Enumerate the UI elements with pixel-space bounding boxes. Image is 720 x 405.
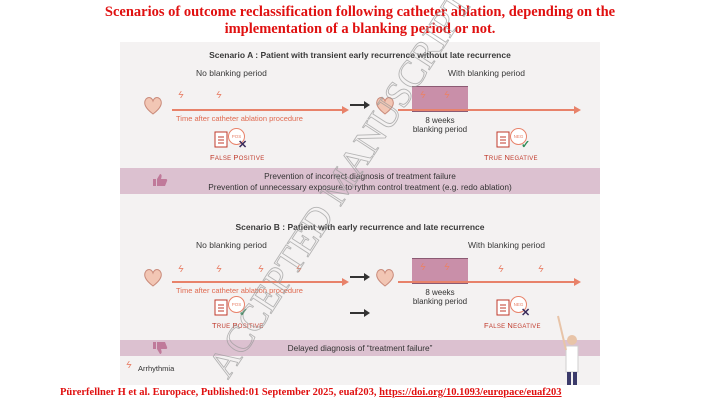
band-text-line1: Prevention of incorrect diagnosis of tre… xyxy=(264,171,456,181)
band-text-line1: Delayed diagnosis of “treatment failure” xyxy=(287,343,433,353)
heart-icon xyxy=(376,269,394,287)
arrhythmia-episode-icon: ϟ xyxy=(536,264,545,275)
blanking-period-box xyxy=(412,258,468,284)
citation: Pürerfellner H et al. Europace, Publishe… xyxy=(60,387,700,398)
timeline-arrowhead xyxy=(342,278,349,286)
arrow-right-icon xyxy=(350,309,370,317)
outcome-band xyxy=(120,168,600,194)
blanking-period-box xyxy=(412,86,468,112)
arrhythmia-legend-icon: ϟ xyxy=(124,360,133,371)
timeline-line xyxy=(398,109,574,111)
result-label: FALSE NEGATIVE xyxy=(484,321,541,330)
arrhythmia-episode-icon: ϟ xyxy=(214,264,223,275)
cross-icon: ✕ xyxy=(521,307,531,319)
arrhythmia-episode-icon: ϟ xyxy=(214,90,223,101)
negative-badge: NEG xyxy=(510,296,527,313)
blanking-weeks-label: 8 weeks xyxy=(425,116,455,125)
scenario-b-with-blanking-label: With blanking period xyxy=(468,240,546,250)
timeline-line xyxy=(398,281,574,283)
arrhythmia-legend-label: Arrhythmia xyxy=(138,364,175,373)
heart-icon xyxy=(376,97,394,115)
arrhythmia-episode-icon: ϟ xyxy=(294,264,303,275)
arrow-right-icon xyxy=(350,273,370,281)
timeline-arrowhead xyxy=(574,278,581,286)
timeline-arrowhead xyxy=(342,106,349,114)
cross-icon: ✕ xyxy=(238,139,248,151)
heart-icon xyxy=(144,97,162,115)
clipboard-icon xyxy=(496,299,510,316)
scenario-a-with-blanking-label: With blanking period xyxy=(448,68,526,78)
heart-icon xyxy=(144,269,162,287)
timeline-line xyxy=(172,281,342,283)
check-icon: ✓ xyxy=(239,307,249,319)
scenario-a-no-blanking-label: No blanking period xyxy=(196,68,267,78)
citation-text: Pürerfellner H et al. Europace, Publishe… xyxy=(60,387,380,398)
clipboard-icon xyxy=(496,131,510,148)
arrow-right-icon xyxy=(350,101,370,109)
figure: Scenario A : Patient with transient earl… xyxy=(120,42,600,385)
arrhythmia-episode-icon: ϟ xyxy=(176,264,185,275)
page-title: Scenarios of outcome reclassification fo… xyxy=(104,4,616,37)
negative-badge: NEG xyxy=(510,128,527,145)
timeline-line xyxy=(172,109,342,111)
check-icon: ✓ xyxy=(521,139,531,151)
arrhythmia-episode-icon: ϟ xyxy=(496,264,505,275)
clipboard-icon xyxy=(214,131,228,148)
clipboard-icon xyxy=(214,299,228,316)
band-text-line2: Prevention of unnecessary exposure to ry… xyxy=(208,182,512,192)
scenario-a-title: Scenario A : Patient with transient earl… xyxy=(209,50,511,60)
doi-link[interactable]: https://doi.org/10.1093/europace/euaf203 xyxy=(379,387,562,398)
arrhythmia-episode-icon: ϟ xyxy=(176,90,185,101)
positive-badge: POS xyxy=(228,128,245,145)
scenario-b-title: Scenario B : Patient with early recurren… xyxy=(235,222,485,232)
outcome-band xyxy=(120,340,600,356)
result-label: TRUE NEGATIVE xyxy=(484,153,538,162)
blanking-weeks-label: 8 weeks xyxy=(425,288,455,297)
result-label: TRUE POSITIVE xyxy=(212,321,264,330)
timeline-label: Time after catheter ablation procedure xyxy=(176,114,303,123)
timeline-arrowhead xyxy=(574,106,581,114)
positive-badge: POS xyxy=(228,296,245,313)
thumbs-down-icon xyxy=(153,342,168,354)
timeline-label: Time after catheter ablation procedure xyxy=(176,286,303,295)
result-label: FALSE POSITIVE xyxy=(210,153,265,162)
doctor-figure xyxy=(557,315,579,385)
scenario-b-no-blanking-label: No blanking period xyxy=(196,240,267,250)
blanking-period-label: blanking period xyxy=(412,125,468,134)
arrhythmia-episode-icon: ϟ xyxy=(256,264,265,275)
blanking-period-label: blanking period xyxy=(412,297,468,306)
thumbs-up-icon xyxy=(153,174,168,186)
